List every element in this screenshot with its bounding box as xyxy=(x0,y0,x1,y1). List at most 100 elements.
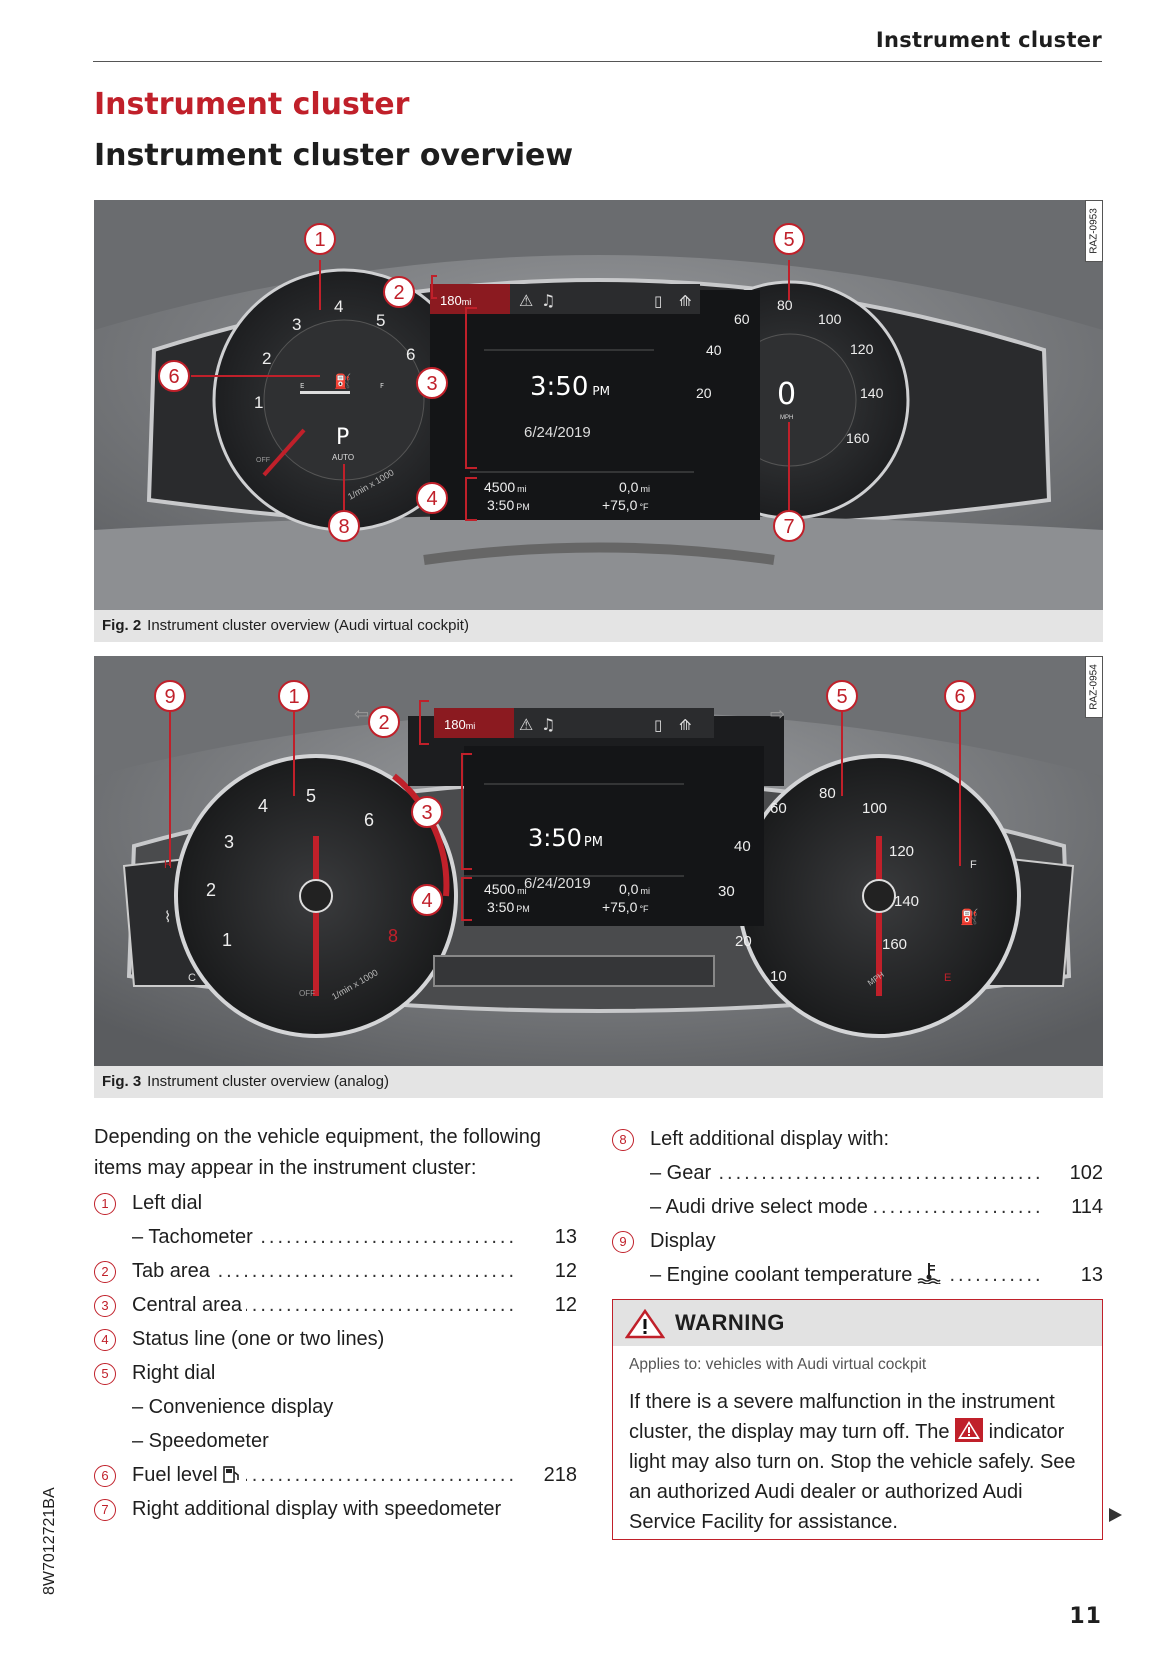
tab-range-label: 180mi xyxy=(444,717,475,732)
callout-1: 1 xyxy=(304,223,336,255)
figure-code: RAZ-0953 xyxy=(1085,200,1103,262)
speed-label-140: 140 xyxy=(894,893,919,910)
item-label: Status line (one or two lines) xyxy=(132,1322,389,1356)
tach-label-1: 1 xyxy=(254,393,263,412)
list-item: ........................................… xyxy=(94,1254,577,1288)
phone-icon: ▯ xyxy=(654,716,662,734)
list-subitem: ........................................… xyxy=(94,1220,577,1254)
callout-2: 2 xyxy=(383,276,415,308)
speed-label-20: 20 xyxy=(696,385,712,401)
item-label: Tab area xyxy=(132,1254,214,1288)
header-rule xyxy=(93,61,1102,62)
speed-label-60: 60 xyxy=(770,800,787,817)
temp-c-label: C xyxy=(188,972,196,984)
callout-9: 9 xyxy=(154,680,186,712)
speed-value: 0 xyxy=(777,377,796,412)
speed-label-100: 100 xyxy=(862,800,887,817)
navigation-icon: ⟰ xyxy=(679,716,692,734)
item-page-ref: 218 xyxy=(537,1458,577,1492)
warning-triangle-icon: ⚠ xyxy=(519,291,533,310)
status-temperature: +75,0°F xyxy=(602,899,649,915)
speed-label-140: 140 xyxy=(860,385,884,401)
fuel-pump-icon: ⛽ xyxy=(334,373,351,390)
warning-triangle-icon: ⚠ xyxy=(519,715,533,734)
callout-2: 2 xyxy=(368,706,400,738)
temp-h-label: H xyxy=(164,859,172,871)
callout-6: 6 xyxy=(158,360,190,392)
fuel-e-label: E xyxy=(944,972,951,984)
warning-indicator-light-icon xyxy=(955,1418,984,1442)
tach-label-3: 3 xyxy=(292,315,301,334)
item-number: 9 xyxy=(612,1231,634,1253)
speed-label-160: 160 xyxy=(846,430,870,446)
speed-label-30: 30 xyxy=(718,883,735,900)
svg-text:8: 8 xyxy=(338,516,349,538)
list-item: 4 Status line (one or two lines) xyxy=(94,1322,577,1356)
svg-text:3: 3 xyxy=(421,802,432,824)
continue-arrow-icon xyxy=(1109,1508,1122,1522)
item-label: Central area xyxy=(132,1288,247,1322)
document-code: 8W7012721BA xyxy=(41,1487,58,1595)
item-label: Left additional display with: xyxy=(650,1122,894,1156)
item-page-ref: 12 xyxy=(548,1288,577,1322)
tach-label-5: 5 xyxy=(376,311,385,330)
chapter-title: Instrument cluster xyxy=(94,87,410,122)
page-number: 11 xyxy=(1069,1604,1102,1629)
tach-label-4: 4 xyxy=(334,297,343,316)
speed-unit: MPH xyxy=(780,415,793,421)
leader-dots: ........................................… xyxy=(650,1162,1043,1184)
item-number: 6 xyxy=(94,1465,116,1487)
list-subitem: ........................................… xyxy=(612,1258,1103,1292)
svg-text:2: 2 xyxy=(378,712,389,734)
svg-text:2: 2 xyxy=(393,282,404,304)
item-page-ref: 12 xyxy=(548,1254,577,1288)
music-icon: ♫ xyxy=(541,715,555,734)
svg-text:9: 9 xyxy=(164,686,175,708)
item-label: Right dial xyxy=(132,1356,220,1390)
callout-8: 8 xyxy=(328,510,360,542)
svg-text:3: 3 xyxy=(426,373,437,395)
tach-label-6: 6 xyxy=(406,345,415,364)
item-label: Left dial xyxy=(132,1186,207,1220)
list-subitem: ........................................… xyxy=(612,1156,1103,1190)
warning-text-before: If there is a severe malfunction in the … xyxy=(629,1391,1055,1443)
callout-1: 1 xyxy=(278,680,310,712)
item-label: – Gear xyxy=(650,1156,716,1190)
item-label: – Audi drive select mode xyxy=(650,1190,872,1224)
svg-text:1: 1 xyxy=(314,229,325,251)
fuel-level-bar xyxy=(300,391,350,394)
item-label: – Engine coolant temperature xyxy=(650,1258,947,1292)
item-number: 2 xyxy=(94,1261,116,1283)
warning-box: WARNING Applies to: vehicles with Audi v… xyxy=(612,1299,1103,1540)
navigation-icon: ⟰ xyxy=(679,292,692,310)
speed-label-80: 80 xyxy=(777,297,793,313)
warning-applies: Applies to: vehicles with Audi virtual c… xyxy=(629,1356,927,1373)
svg-text:1: 1 xyxy=(288,686,299,708)
svg-text:6: 6 xyxy=(168,366,179,388)
callout-7: 7 xyxy=(773,510,805,542)
speed-label-120: 120 xyxy=(889,843,914,860)
item-number: 3 xyxy=(94,1295,116,1317)
turn-right-icon: ⇨ xyxy=(770,704,785,725)
list-item: ........................................… xyxy=(94,1288,577,1322)
svg-text:5: 5 xyxy=(783,229,794,251)
fuel-pump-icon: ⛽ xyxy=(960,908,979,926)
item-number: 7 xyxy=(94,1499,116,1521)
figure-caption-label: Fig. 3 xyxy=(102,1073,142,1090)
fuel-icon xyxy=(222,1466,239,1483)
item-number: 4 xyxy=(94,1329,116,1351)
speed-label-80: 80 xyxy=(819,785,836,802)
tach-label-4: 4 xyxy=(258,796,268,816)
warning-text: If there is a severe malfunction in the … xyxy=(629,1387,1085,1537)
